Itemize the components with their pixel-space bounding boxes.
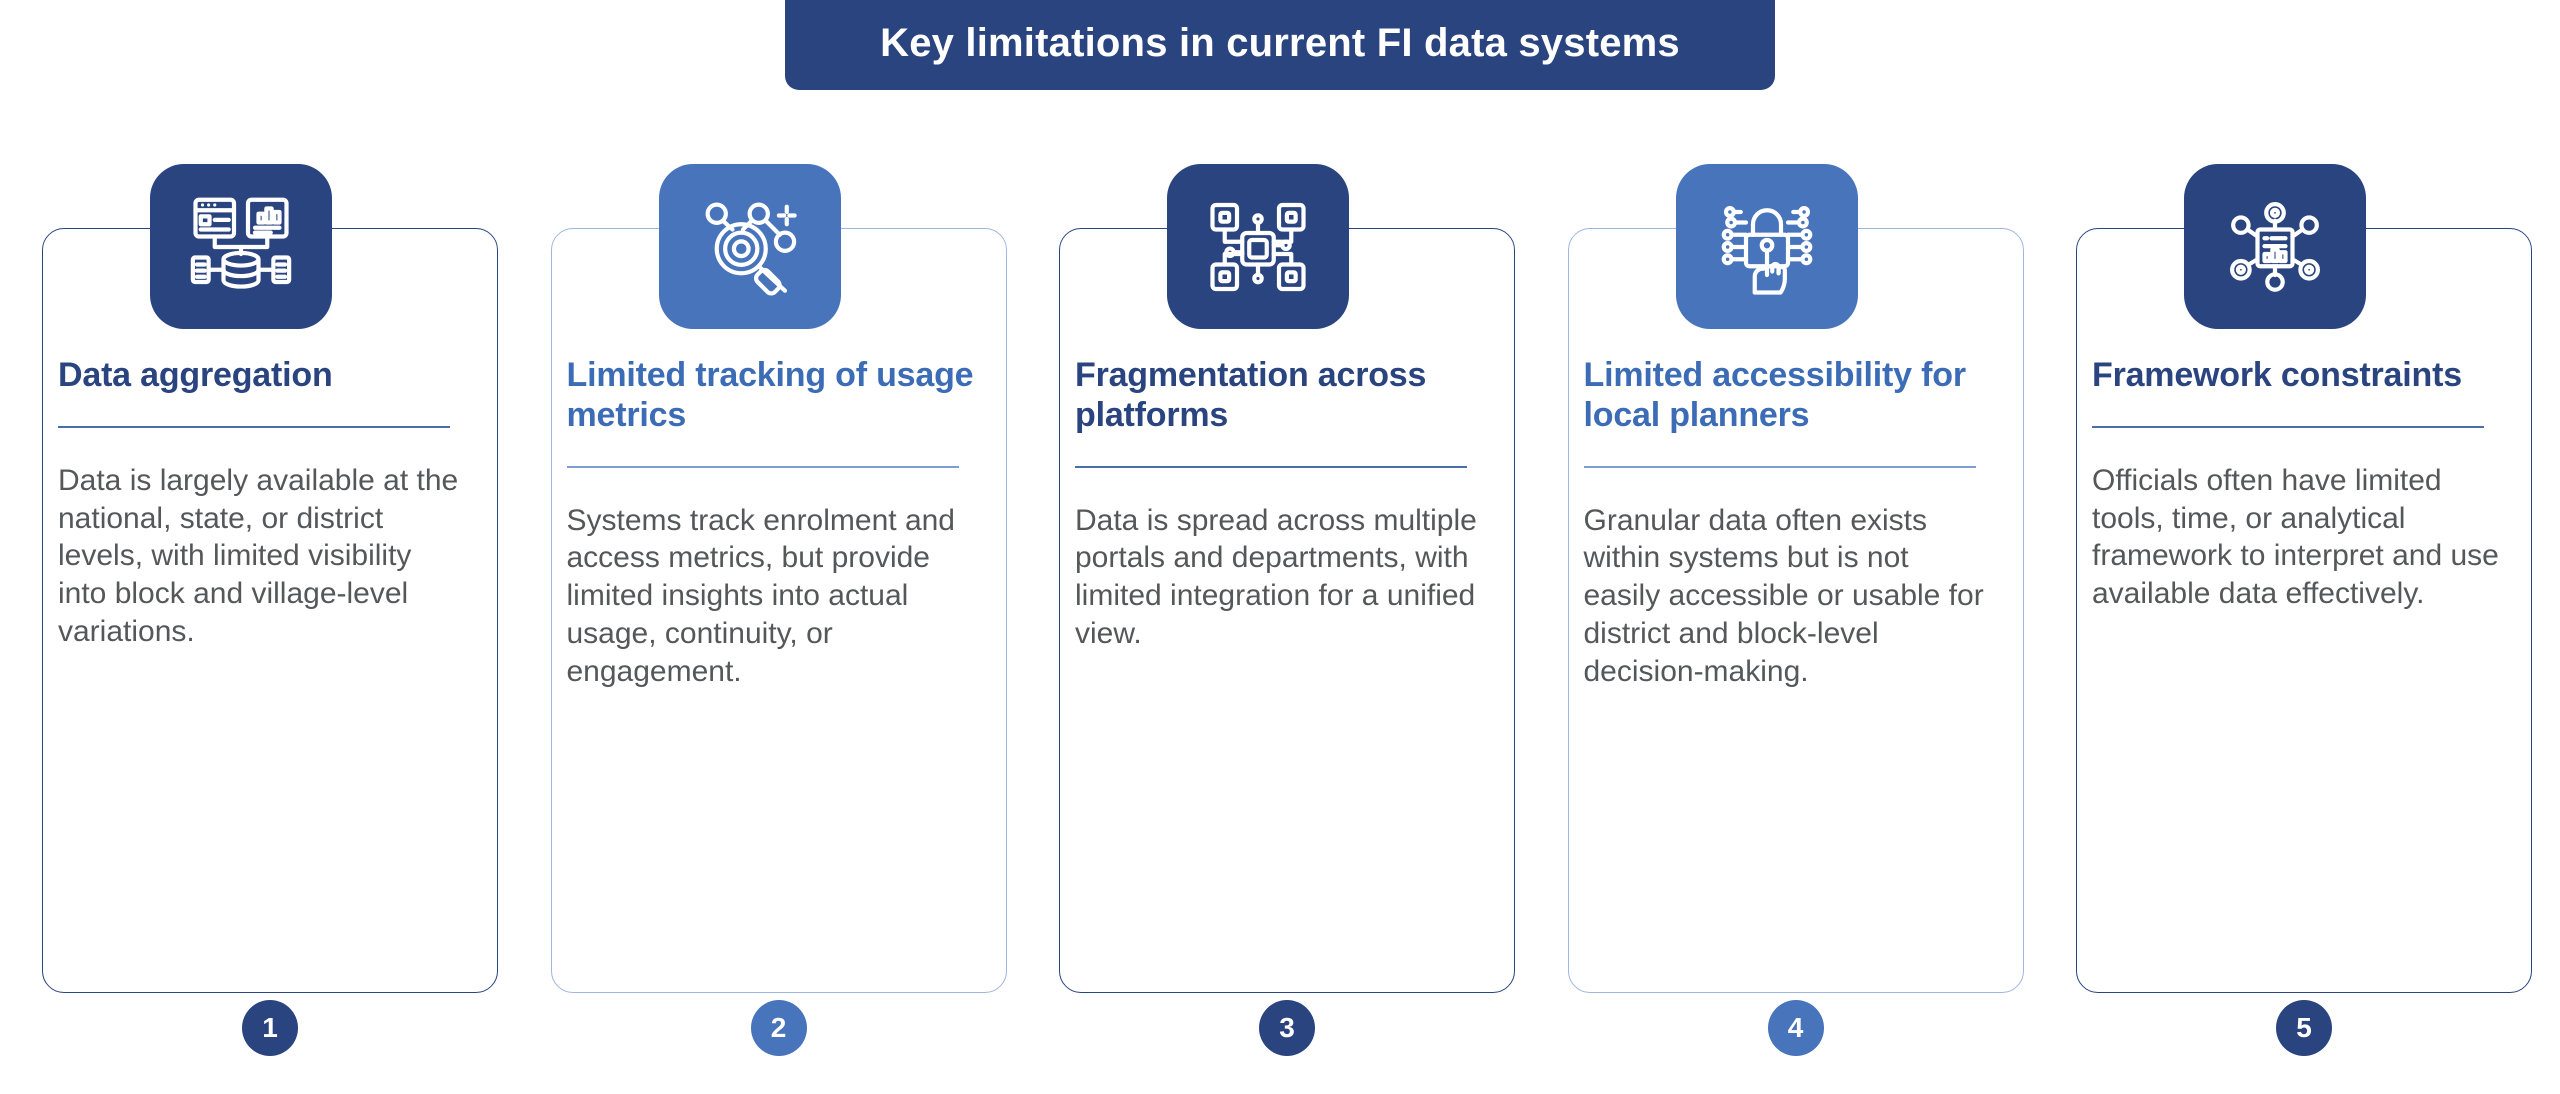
- card-2-icon-tile: [658, 164, 841, 329]
- card-3-number-badge: 3: [1259, 1000, 1315, 1056]
- card-1-divider: [58, 425, 450, 428]
- card-3-divider: [1075, 465, 1467, 468]
- card-2: Limited tracking of usage metrics System…: [537, 164, 1007, 1056]
- card-5-icon-tile: [2184, 164, 2366, 329]
- card-5-frame: [2076, 228, 2532, 993]
- card-3-frame: [1059, 228, 1515, 993]
- card-5-title: Framework constraints: [2092, 356, 2462, 394]
- card-1-frame: [42, 228, 498, 993]
- card-3: Fragmentation across platforms Data is s…: [1045, 164, 1515, 1056]
- database-dashboard-icon: [185, 191, 297, 303]
- card-1-title: Data aggregation: [58, 356, 333, 394]
- card-4-frame: [1567, 228, 2024, 993]
- card-4-divider: [1583, 465, 1976, 468]
- card-1: Data aggregation Data is largely availab…: [28, 164, 498, 1056]
- report-network-icon: [2219, 191, 2331, 303]
- card-1-body: Data aggregation Data is largely availab…: [28, 228, 498, 651]
- card-4: Limited accessibility for local planners…: [1554, 164, 2024, 1056]
- card-5-description: Officials often have limited tools, time…: [2092, 463, 2499, 611]
- card-3-title: Fragmentation across platforms: [1075, 356, 1427, 434]
- card-5-number-badge: 5: [2276, 1000, 2332, 1056]
- card-2-frame: [550, 228, 1007, 993]
- card-1-description: Data is largely available at the nationa…: [58, 463, 459, 648]
- cards-row: Data aggregation Data is largely availab…: [0, 164, 2560, 1056]
- card-4-icon-tile: [1675, 164, 1858, 329]
- card-3-icon-tile: [1167, 164, 1349, 329]
- lock-circuit-hand-icon: [1711, 191, 1823, 303]
- magnifier-network-icon: [694, 191, 806, 303]
- page-title: Key limitations in current FI data syste…: [880, 20, 1680, 65]
- card-1-icon-tile: [150, 164, 332, 329]
- card-2-description: Systems track enrolment and access metri…: [566, 503, 956, 688]
- card-4-body: Limited accessibility for local planners…: [1554, 228, 2024, 691]
- card-1-number-badge: 1: [242, 1000, 298, 1056]
- card-2-divider: [566, 465, 959, 468]
- network-topology-icon: [1202, 191, 1314, 303]
- card-2-number-badge: 2: [750, 1000, 807, 1056]
- card-4-description: Granular data often exists within system…: [1583, 503, 1984, 688]
- card-2-body: Limited tracking of usage metrics System…: [537, 228, 1007, 691]
- card-3-body: Fragmentation across platforms Data is s…: [1045, 228, 1515, 653]
- card-3-description: Data is spread across multiple portals a…: [1075, 503, 1477, 650]
- card-5-body: Framework constraints Officials often ha…: [2062, 228, 2532, 613]
- card-5-divider: [2092, 425, 2484, 428]
- card-4-title: Limited accessibility for local planners: [1583, 356, 1967, 434]
- title-banner: Key limitations in current FI data syste…: [785, 0, 1775, 90]
- card-4-number-badge: 4: [1767, 1000, 1824, 1056]
- card-5: Framework constraints Officials often ha…: [2062, 164, 2532, 1056]
- card-2-title: Limited tracking of usage metrics: [566, 356, 974, 434]
